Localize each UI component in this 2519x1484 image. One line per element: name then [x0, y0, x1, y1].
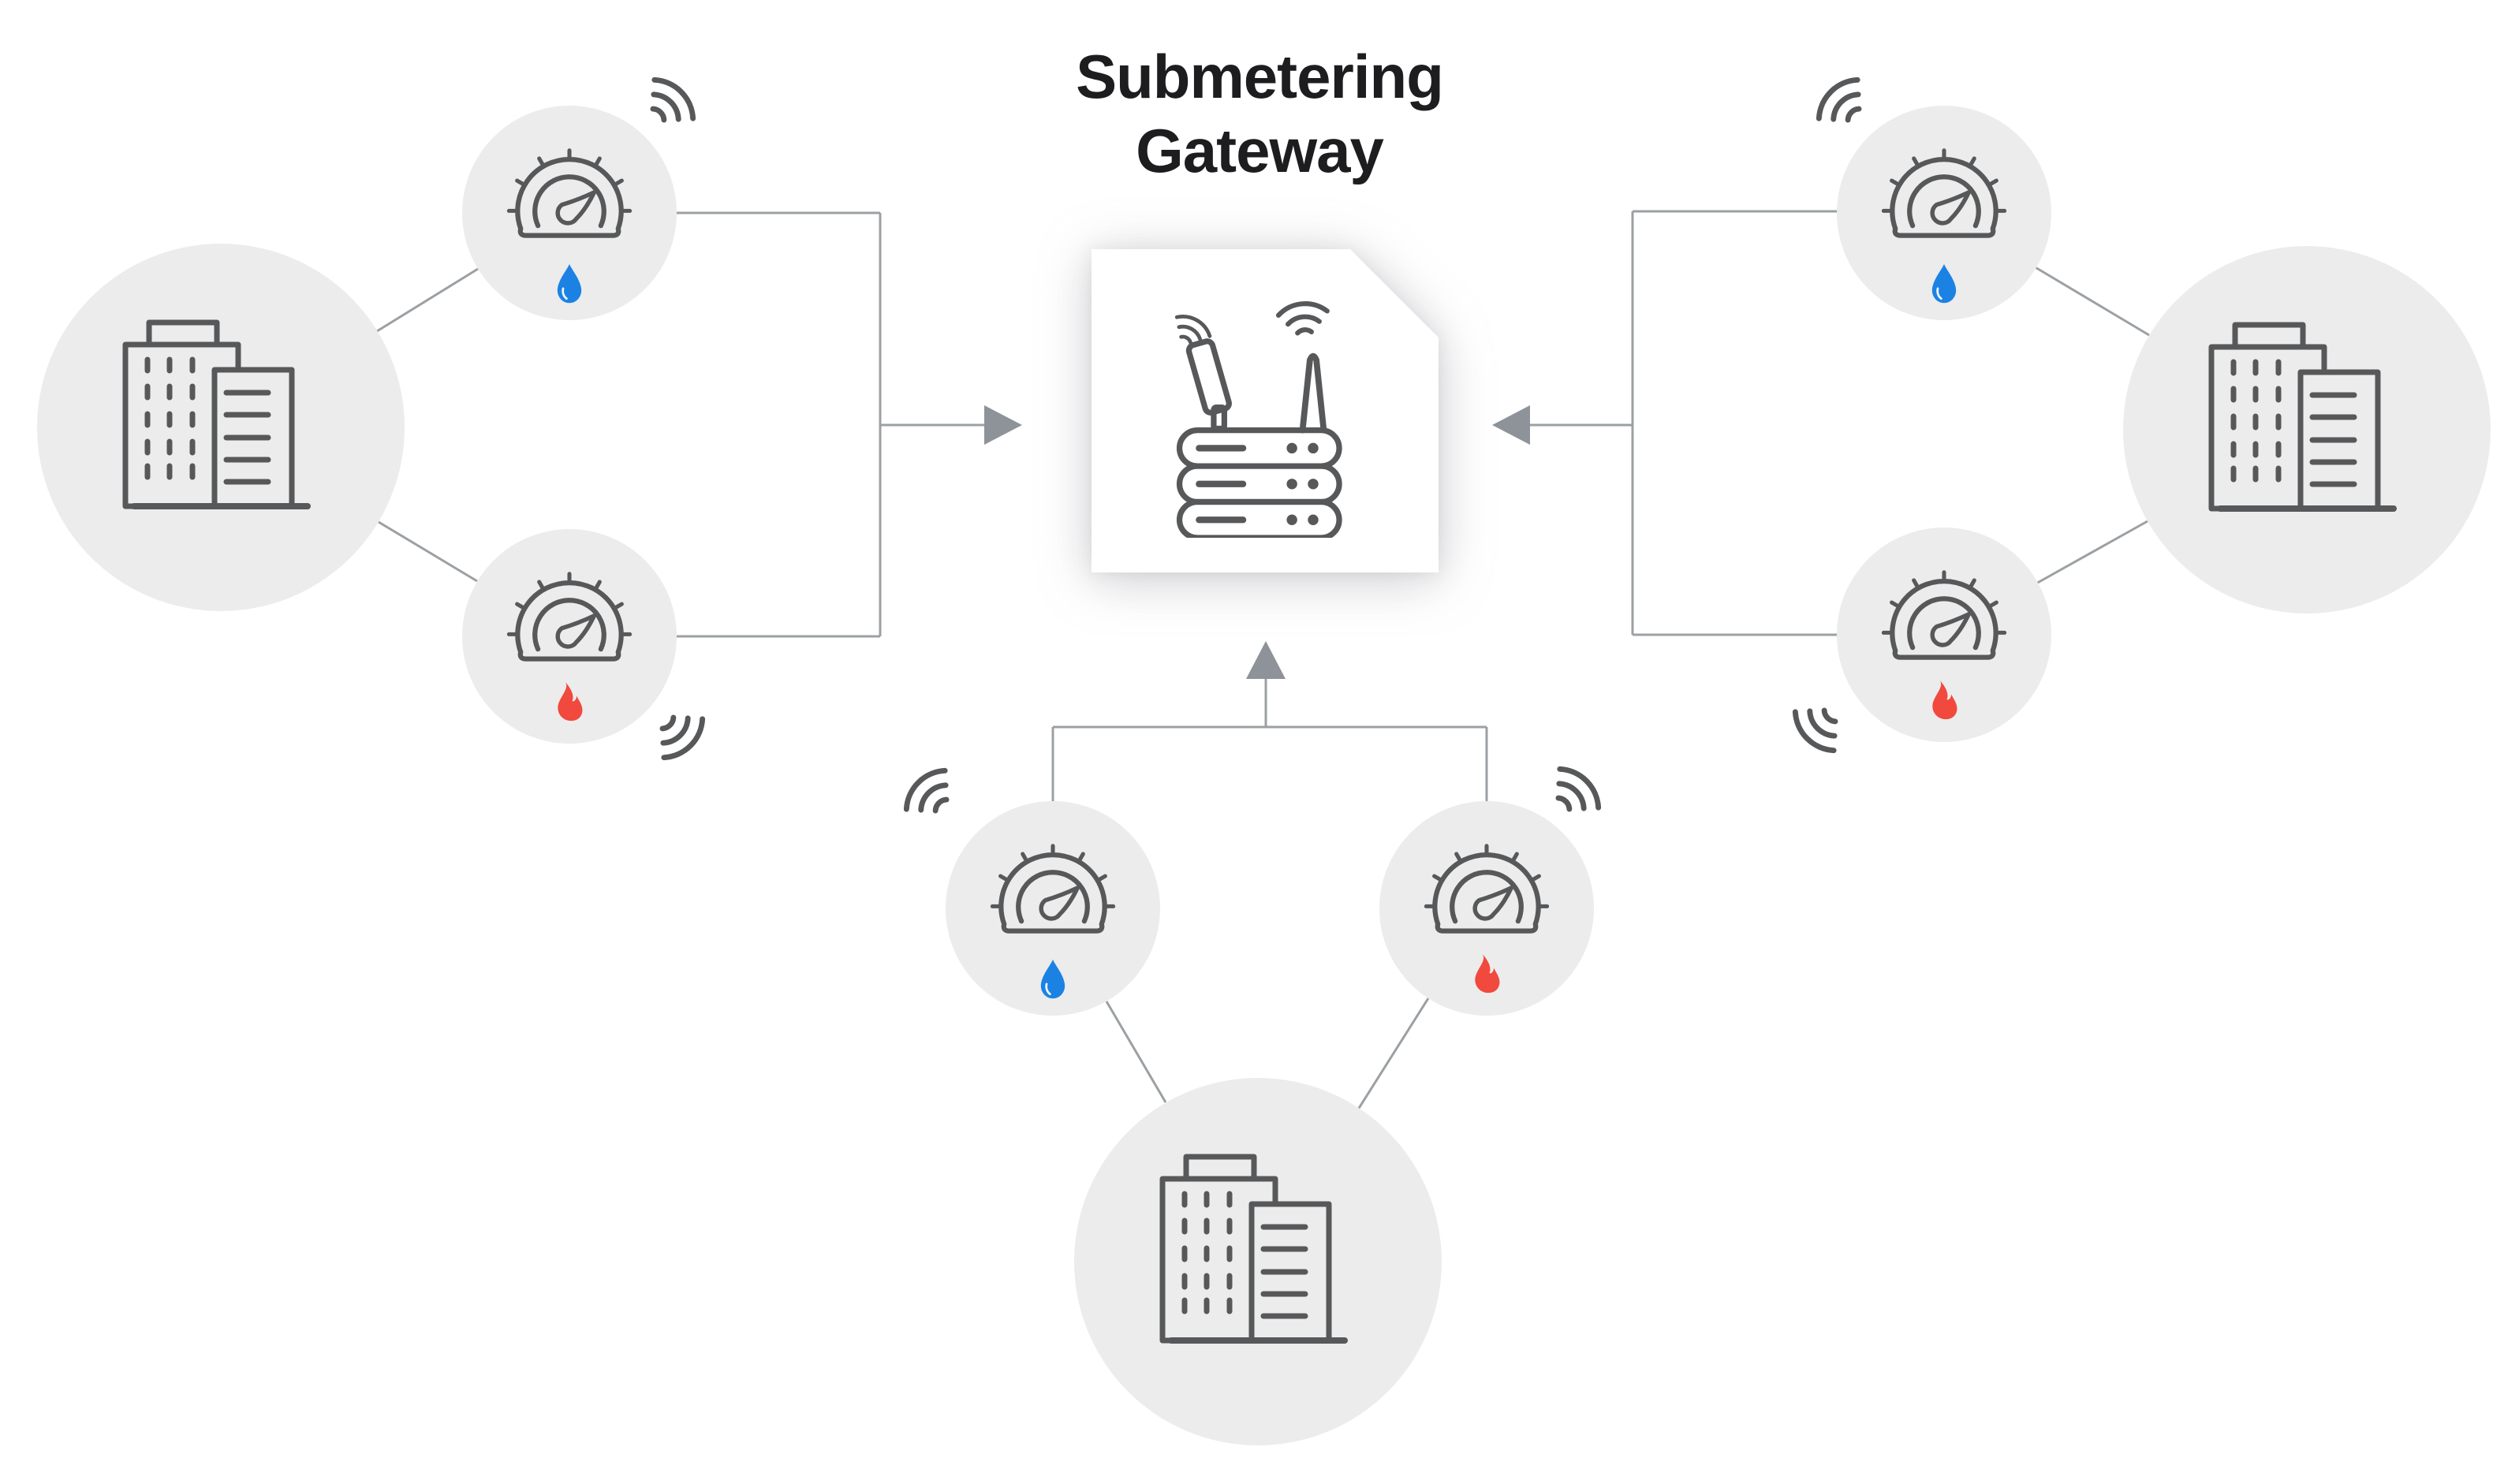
arrow-right-into-gateway	[1492, 405, 1530, 445]
meter-heat-bottom-node	[1379, 801, 1594, 1016]
gauge-icon	[502, 147, 637, 240]
connector-line	[2034, 520, 2148, 586]
water-drop-icon	[1931, 263, 1957, 304]
flame-icon	[1475, 953, 1500, 994]
gateway-card	[1092, 249, 1439, 572]
flame-icon	[1932, 680, 1957, 720]
meter-water-bottom-node	[946, 801, 1160, 1016]
building-right-node	[2123, 246, 2491, 613]
gauge-icon	[985, 842, 1121, 936]
gauge-icon	[1876, 147, 2012, 240]
connector-line	[2033, 265, 2150, 337]
meter-water-right-node	[1837, 106, 2051, 320]
office-building-icon	[122, 313, 319, 514]
gauge-icon	[1876, 569, 2012, 662]
arrow-left-into-gateway	[984, 405, 1022, 445]
arrow-bottom-into-gateway	[1246, 641, 1286, 679]
page-title: Submetering Gateway	[0, 39, 2519, 188]
title-line-2: Gateway	[1136, 116, 1384, 185]
gauge-icon	[502, 570, 637, 664]
connector-line	[1357, 997, 1430, 1110]
office-building-icon	[1159, 1147, 1357, 1348]
meter-water-left-node	[462, 106, 677, 320]
flame-icon	[558, 681, 583, 721]
water-drop-icon	[1039, 958, 1066, 1000]
connector-line	[378, 520, 478, 583]
title-line-1: Submetering	[1076, 42, 1444, 111]
meter-heat-left-node	[462, 529, 677, 744]
gauge-icon	[1419, 842, 1554, 936]
building-left-node	[37, 244, 405, 611]
wireless-gateway-server-icon	[1142, 293, 1386, 538]
water-drop-icon	[556, 263, 583, 304]
connector-line	[376, 267, 479, 333]
connector-line	[1105, 1001, 1167, 1103]
building-bottom-node	[1074, 1078, 1442, 1445]
gateway-card-surface	[1092, 249, 1439, 572]
meter-heat-right-node	[1837, 528, 2051, 742]
office-building-icon	[2208, 315, 2405, 516]
